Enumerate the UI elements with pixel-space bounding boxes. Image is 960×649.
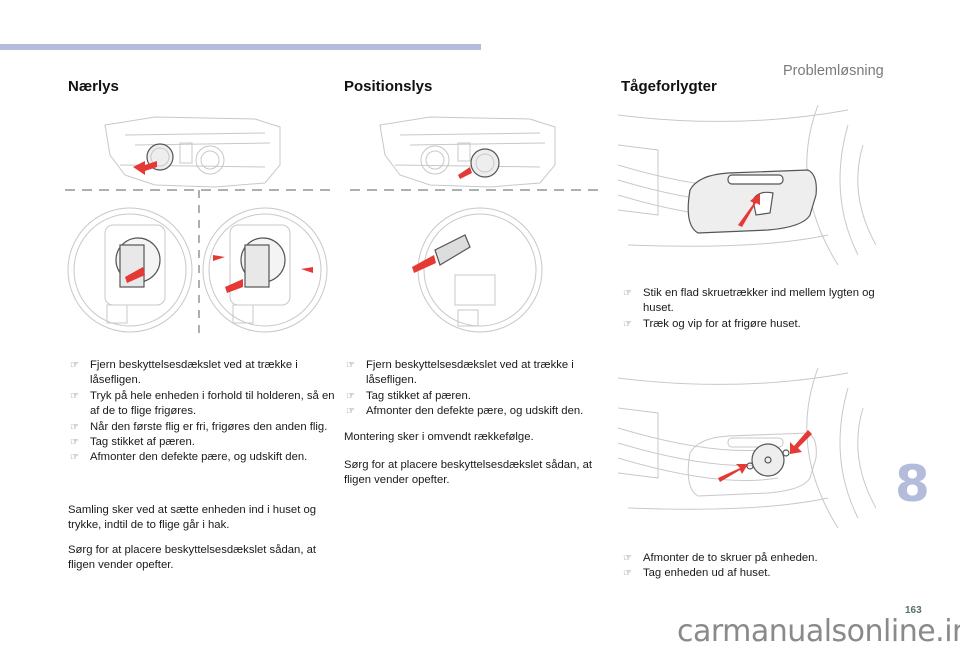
list-item: ☞Stik en flad skruetrækker ind mellem ly… xyxy=(623,287,875,315)
bumper-drawing xyxy=(618,368,876,529)
illustration-fog-lamp-unit xyxy=(618,368,876,533)
naerlys-instructions: ☞Fjern beskyttelsesdækslet ved at trække… xyxy=(70,358,335,466)
list-item: ☞Når den første flig er fri, frigøres de… xyxy=(70,420,335,435)
pointing-hand-icon: ☞ xyxy=(623,553,632,564)
list-item: ☞Træk og vip for at frigøre huset. xyxy=(623,317,883,332)
pointing-hand-icon: ☞ xyxy=(623,568,632,580)
chapter-color-bar xyxy=(0,44,481,50)
naerlys-cover-note: Sørg for at placere beskyttelsesdækslet … xyxy=(68,544,317,572)
list-item: ☞Tryk på hele enheden i forhold til hold… xyxy=(70,389,335,418)
pointing-hand-icon: ☞ xyxy=(70,421,79,433)
list-item: ☞Tag enheden ud af huset. xyxy=(623,566,883,581)
fog-lamp-instructions-bottom: ☞Afmonter de to skruer på enheden. ☞Tag … xyxy=(623,551,883,582)
pointing-hand-icon: ☞ xyxy=(623,318,632,330)
pointing-hand-icon: ☞ xyxy=(346,406,355,418)
arrow-icon xyxy=(125,267,145,283)
chapter-number: 8 xyxy=(895,455,930,513)
socket-drawing xyxy=(417,207,543,333)
arrow-icon xyxy=(412,255,436,273)
arrow-icon xyxy=(213,255,225,261)
list-item: ☞Afmonter de to skruer på enheden. xyxy=(623,551,883,566)
watermark: carmanualsonline.info xyxy=(677,614,960,649)
socket-drawing-right xyxy=(202,207,328,333)
list-item: ☞Tag stikket af pæren. xyxy=(70,435,335,450)
positionslys-instructions: ☞Fjern beskyttelsesdækslet ved at trække… xyxy=(346,358,611,420)
headlamp-drawing xyxy=(104,116,281,188)
list-item: ☞Afmonter den defekte pære, og udskift d… xyxy=(70,450,335,465)
positionslys-assembly-note: Montering sker i omvendt rækkefølge. xyxy=(344,431,534,443)
arrow-icon xyxy=(301,267,313,273)
pointing-hand-icon: ☞ xyxy=(346,390,355,402)
pointing-hand-icon: ☞ xyxy=(70,360,79,371)
list-item: ☞Fjern beskyttelsesdækslet ved at trække… xyxy=(70,359,298,387)
arrow-icon xyxy=(133,161,157,175)
illustration-fog-lamp-housing xyxy=(618,105,876,270)
list-item: ☞Fjern beskyttelsesdækslet ved at trække… xyxy=(346,359,574,387)
headlamp-drawing xyxy=(379,116,556,188)
pointing-hand-icon: ☞ xyxy=(623,288,632,299)
page-number: 163 xyxy=(905,605,922,616)
pointing-hand-icon: ☞ xyxy=(70,390,79,402)
pointing-hand-icon: ☞ xyxy=(346,360,355,371)
positionslys-cover-note: Sørg for at placere beskyttelsesdækslet … xyxy=(344,459,593,487)
naerlys-assembly-note: Samling sker ved at sætte enheden ind i … xyxy=(68,504,317,532)
pointing-hand-icon: ☞ xyxy=(70,437,79,449)
socket-drawing-left xyxy=(67,207,193,333)
fog-lamp-instructions-top: ☞Stik en flad skruetrækker ind mellem ly… xyxy=(623,286,883,332)
arrow-icon xyxy=(718,464,748,482)
arrow-icon xyxy=(790,430,812,454)
illustration-positionslys xyxy=(340,105,610,335)
heading-positionslys: Positionslys xyxy=(344,78,433,95)
arrow-icon xyxy=(458,167,472,179)
arrow-icon xyxy=(225,279,243,293)
heading-naerlys: Nærlys xyxy=(68,78,119,95)
pointing-hand-icon: ☞ xyxy=(70,452,79,464)
list-item: ☞Afmonter den defekte pære, og udskift d… xyxy=(346,404,611,419)
section-title: Problemløsning xyxy=(783,63,884,79)
heading-taageforlygter: Tågeforlygter xyxy=(621,78,717,95)
illustration-naerlys xyxy=(65,105,335,335)
list-item: ☞Tag stikket af pæren. xyxy=(346,389,611,404)
arrow-icon xyxy=(738,193,760,227)
